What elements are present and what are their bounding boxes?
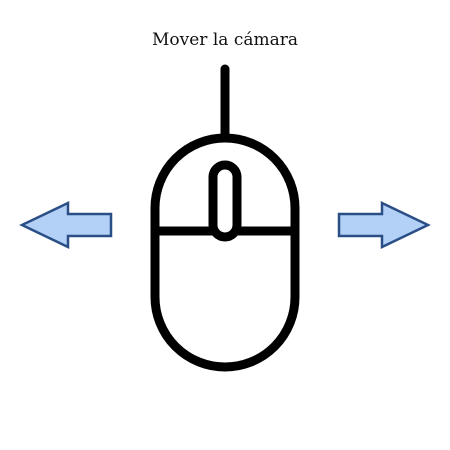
arrow-right-icon: [337, 201, 431, 249]
scroll-wheel: [208, 160, 242, 242]
mouse-body: [150, 133, 300, 372]
arrow-left-icon: [19, 201, 113, 249]
computer-mouse-icon: [150, 64, 300, 372]
page-title: Mover la cámara: [152, 30, 298, 50]
